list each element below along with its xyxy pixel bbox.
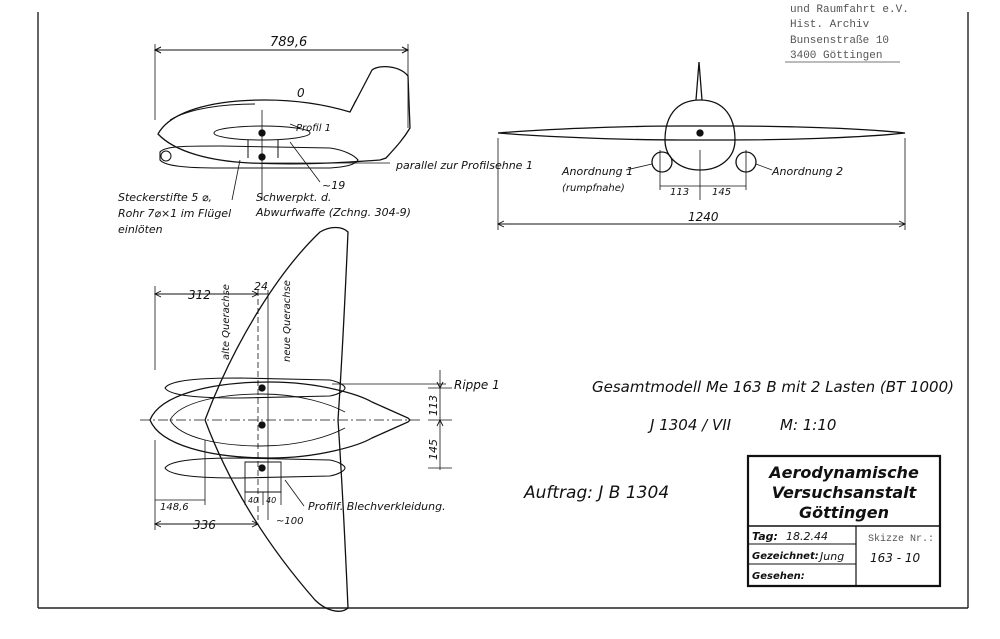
side-mark-o: 0 [297, 86, 305, 100]
plan-dim-148: 148,6 [160, 502, 189, 513]
anordnung-1-label: Anordnung 1 [561, 165, 633, 178]
plan-store-lower [165, 458, 345, 478]
plan-dim-40-b: 40 [266, 496, 276, 505]
anordnung-1-sublabel: (rumpfnahe) [562, 183, 625, 194]
gesehen-label: Gesehen: [752, 571, 805, 582]
gezeichnet-label: Gezeichnet: [752, 551, 819, 562]
side-fuselage [158, 67, 410, 164]
schwerpunkt-label-1: Schwerpkt. d. [256, 191, 331, 204]
front-store-1 [652, 152, 672, 172]
stamp-line-1: und Raumfahrt e.V. [790, 4, 909, 16]
plan-dim-336: 336 [193, 518, 216, 532]
plan-dim-24: 24 [254, 280, 268, 293]
side-profil-label: Profil 1 [296, 123, 331, 134]
plan-dim-40-a: 40 [248, 496, 258, 505]
drawing-frame [38, 12, 968, 608]
institute-line-2: Versuchsanstalt [772, 483, 918, 502]
front-view [498, 62, 905, 230]
skizze-label: Skizze Nr.: [868, 533, 934, 545]
stamp-line-3: Bunsenstraße 10 [790, 35, 889, 47]
front-span-dimension: 1240 [688, 210, 719, 224]
gezeichnet-signature: Jung [818, 550, 844, 563]
plan-dim-100: ~100 [276, 516, 303, 527]
side-view [155, 44, 410, 200]
stecker-label-3: einlöten [118, 223, 163, 236]
anordnung-2-label: Anordnung 2 [771, 165, 843, 178]
institute-box: Aerodynamische Versuchsanstalt Göttingen… [748, 456, 940, 586]
title-area: Gesamtmodell Me 163 B mit 2 Lasten (BT 1… [523, 378, 954, 503]
institute-line-3: Göttingen [799, 503, 889, 522]
institute-line-1: Aerodynamische [767, 463, 919, 482]
plan-view [140, 228, 452, 612]
tag-value: 18.2.44 [786, 530, 828, 543]
drawing-number: J 1304 / VII [647, 416, 732, 434]
front-dim-145: 145 [712, 187, 731, 198]
side-dim-19: ~19 [322, 179, 345, 192]
front-dim-113: 113 [670, 187, 689, 198]
plan-store-upper [165, 378, 345, 398]
neue-querachse-label: neue Querachse [282, 280, 293, 362]
drawing-scale: M: 1:10 [780, 416, 836, 434]
stamp-line-4: 3400 Göttingen [790, 50, 882, 62]
side-length-dimension: 789,6 [270, 35, 307, 50]
rippe-1-label: Rippe 1 [454, 378, 500, 392]
auftrag-label: Auftrag: J B 1304 [523, 483, 669, 503]
front-wing [498, 126, 905, 140]
side-store [160, 146, 358, 168]
plan-dim-312: 312 [188, 288, 211, 302]
side-parallel-label: parallel zur Profilsehne 1 [395, 159, 533, 172]
plan-dim-145: 145 [427, 439, 440, 460]
alte-querachse-label: alte Querachse [221, 284, 232, 360]
archive-stamp: und Raumfahrt e.V. Hist. Archiv Bunsenst… [785, 4, 909, 62]
tag-label: Tag: [752, 530, 778, 543]
plan-dim-113: 113 [427, 395, 440, 416]
drawing-title: Gesamtmodell Me 163 B mit 2 Lasten (BT 1… [592, 378, 954, 396]
schwerpunkt-label-2: Abwurfwaffe (Zchng. 304-9) [255, 206, 411, 219]
stecker-label-2: Rohr 7⌀×1 im Flügel [118, 207, 231, 220]
stamp-line-2: Hist. Archiv [790, 19, 870, 31]
profil-blechverkleidung-label: Profilf. Blechverkleidung. [308, 500, 446, 513]
skizze-value: 163 - 10 [870, 551, 920, 565]
stecker-label-1: Steckerstifte 5 ⌀, [118, 191, 212, 204]
